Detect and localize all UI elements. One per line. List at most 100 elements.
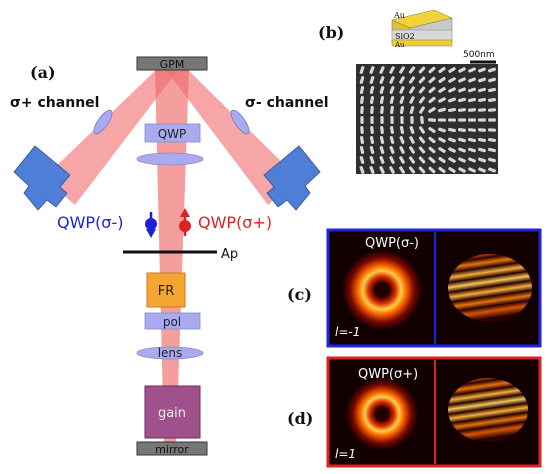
nanorod [418,166,426,174]
nanorod [467,128,477,132]
nanorod [359,166,365,174]
nanorod [478,97,486,103]
mode-c-label: QWP(σ-) [365,236,419,251]
nanorod [448,127,456,133]
layer-au-top: Au [393,11,405,20]
beam-sigma-minus [166,66,298,205]
nanorod [399,136,405,144]
nanorod [468,137,476,143]
gpm-label: GPM [160,58,185,71]
lens-lower [136,346,204,360]
qwp-label: QWP [158,127,187,141]
beam-sigma-plus [44,66,178,205]
nanorod [458,167,466,173]
fringe-pattern-c [448,254,532,322]
nanorod [360,95,364,105]
nanorod [448,87,456,93]
nanorod [478,147,486,153]
spin-plus-icon [179,220,191,232]
laser-setup: GPM σ+ channel σ- channel QWP QWP(σ-) QW… [10,56,329,456]
nanorod [389,86,395,94]
panel-label-a: (a) [30,63,56,82]
nanorod [418,66,426,74]
nanorod [389,166,395,174]
nanorod [428,76,436,84]
nanorod [488,77,496,83]
nanorod [468,67,476,73]
nanorod [380,125,384,135]
nanorod [359,76,365,84]
nanorod [428,86,436,94]
nanorod [370,115,374,125]
nanorod [488,147,496,153]
nanorod [360,115,364,125]
channel-minus-label: σ- channel [245,95,329,111]
lens-sigma-plus [93,109,113,135]
lens-upper [136,152,204,166]
nanorod [468,147,476,153]
nanorod [438,166,446,174]
nanorod [438,127,446,133]
nanorod [399,126,405,134]
nanorod [487,118,497,122]
nanorod [438,147,446,153]
nanorod [477,128,487,132]
nanorod [359,66,365,74]
pol-label: pol [163,315,181,329]
nanorod [380,105,384,115]
nanorod [487,98,497,102]
nanorod [428,66,436,74]
nanorod [369,146,375,154]
nanorod [379,146,385,154]
nanorod [420,115,424,125]
nanorod [370,105,374,115]
gpm-block [136,56,208,71]
nanorod [438,156,446,164]
channel-plus-label: σ+ channel [10,95,99,111]
nanorod [399,76,405,84]
nanorod [369,96,375,104]
nanorod [458,147,466,153]
nanorod [438,87,446,93]
nanorod [389,76,395,84]
nanorod [379,166,385,174]
nanorod [478,67,486,73]
nanorod [438,76,446,84]
nanorod [399,156,405,164]
nanorod [410,115,414,125]
nanorod [359,156,365,164]
nanorod [478,157,486,163]
nanorod [447,118,457,122]
lens-sigma-minus [230,109,250,135]
nanorod [487,108,497,112]
nanorod [359,136,365,144]
nanorod [369,166,375,174]
layer-au-bottom: Au [394,41,405,49]
nanorod [389,156,395,164]
nanorod [399,146,405,154]
nanorod [478,137,486,143]
nanorod [400,115,404,125]
nanorod [448,67,456,73]
nanorod [458,67,466,73]
lens-label: lens [158,346,183,360]
aperture-label: Ap [221,247,238,262]
nanorod [409,146,415,154]
gain-medium [144,385,201,439]
nanorod [478,167,486,173]
panel-label-b: (b) [318,23,344,42]
spin-minus-icon [145,218,157,230]
nanorod [428,136,436,144]
qwp-plate [144,123,201,143]
nanorod [379,96,385,104]
metasurface-panel: Au SiO2 Au 500nm [356,9,498,174]
nanorod [448,147,456,153]
nanorod [478,77,486,83]
nanorod [458,77,466,83]
nanorod [389,96,395,104]
nanorod [399,106,405,114]
nanorod [379,86,385,94]
gain-label: gain [158,406,186,421]
nanorod [457,128,467,132]
